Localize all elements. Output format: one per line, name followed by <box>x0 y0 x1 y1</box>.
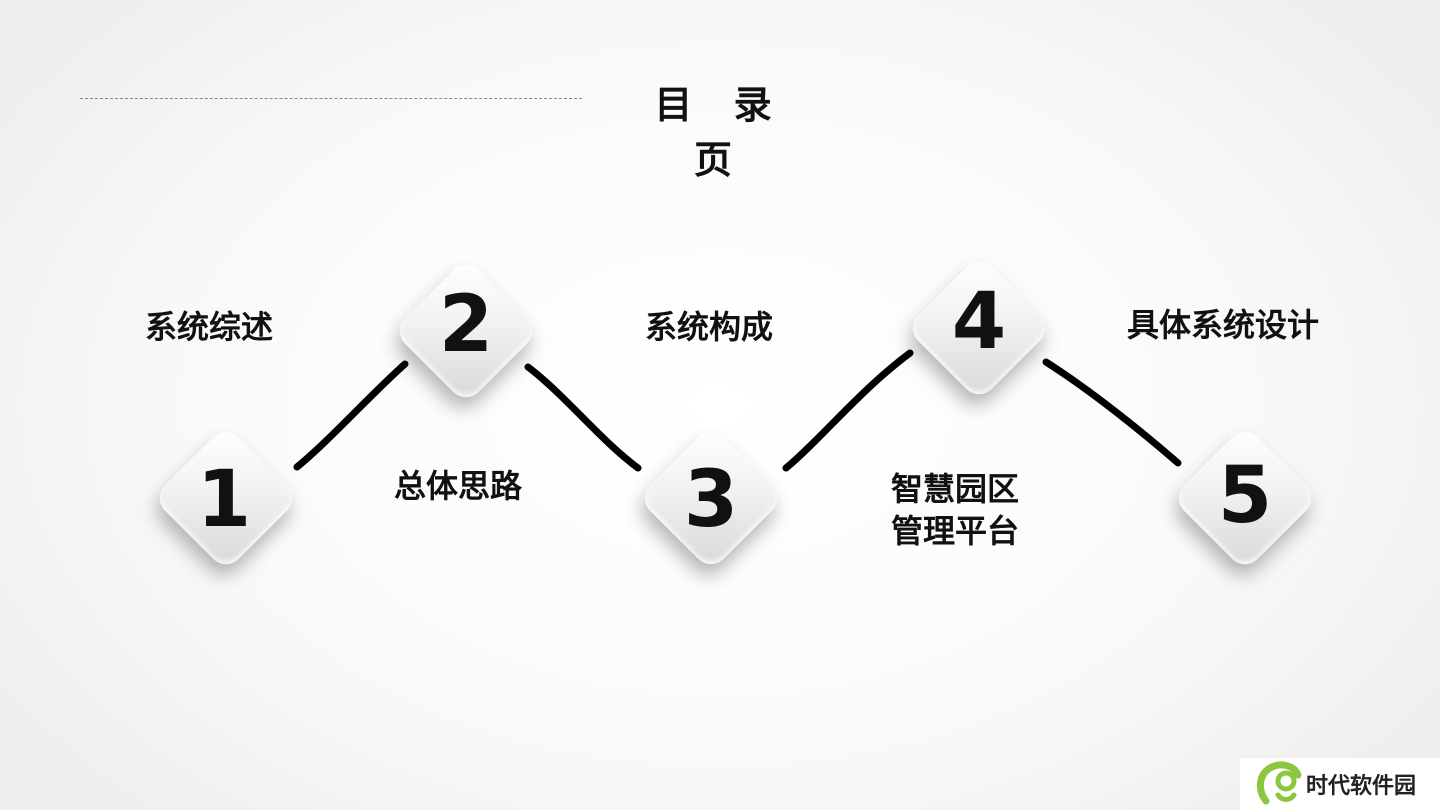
step-2-number: 2 <box>438 280 494 370</box>
step-1-label: 系统综述 <box>145 308 274 346</box>
step-1-number: 1 <box>196 455 252 545</box>
brand-logo-text: 时代软件园 <box>1306 774 1417 799</box>
step-4-number: 4 <box>951 277 1007 367</box>
step-1-diamond: 1 <box>136 408 316 588</box>
step-5-diamond: 5 <box>1155 408 1335 588</box>
connector-2-3 <box>524 363 642 472</box>
page-title: 目 录 页 <box>654 83 786 182</box>
step-4-label: 智慧园区 管理平台 <box>891 470 1020 550</box>
connector-4-5 <box>1042 358 1182 467</box>
step-2-label: 总体思路 <box>394 467 523 505</box>
connector-3-4 <box>782 349 914 472</box>
connector-1-2 <box>293 360 409 471</box>
title-divider <box>80 98 582 99</box>
step-3-diamond: 3 <box>621 408 801 588</box>
step-2-diamond: 2 <box>376 241 556 421</box>
step-5-label: 具体系统设计 <box>1127 306 1320 344</box>
step-3-number: 3 <box>683 455 739 545</box>
brand-logo-icon <box>1257 761 1302 805</box>
brand-logo: 时代软件园 <box>1240 758 1440 810</box>
step-3-label: 系统构成 <box>645 308 774 346</box>
step-5-number: 5 <box>1217 451 1273 541</box>
step-4-diamond: 4 <box>889 238 1069 418</box>
